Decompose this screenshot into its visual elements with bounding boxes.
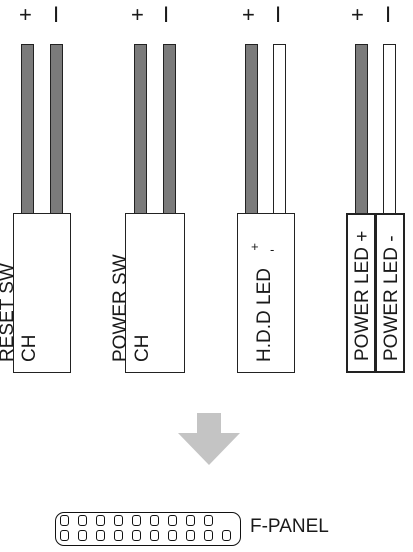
wire-positive (134, 44, 147, 214)
connector-housing: POWER SW CH (110, 213, 185, 373)
wire-negative (163, 44, 176, 214)
wire-positive (21, 44, 34, 214)
minus-sign: I (275, 2, 282, 27)
minus-sign: I (163, 2, 170, 27)
wire-positive (245, 44, 258, 214)
plus-mark: + (251, 239, 259, 254)
connector-housing-positive: POWER LED + (346, 213, 376, 373)
connector-label: POWER SW CH (110, 254, 153, 362)
header-pin (96, 515, 105, 526)
down-arrow-icon (178, 413, 240, 465)
header-pin (60, 515, 69, 526)
plus-sign: + (19, 2, 32, 27)
wire-negative (383, 44, 396, 214)
header-pin (78, 530, 87, 541)
header-pin (186, 515, 195, 526)
header-pin (78, 515, 87, 526)
fpanel-label: F-PANEL (250, 516, 329, 537)
header-pin (96, 530, 105, 541)
connector-label-positive: POWER LED + (352, 230, 373, 361)
header-pin (60, 530, 69, 541)
header-pin (150, 515, 159, 526)
header-pin (150, 530, 159, 541)
connector-label-negative: POWER LED - (381, 235, 402, 361)
connector-housing: RESET SW CH (0, 213, 71, 373)
header-pin (132, 515, 141, 526)
connector-housing: H.D.D LED + - (237, 213, 295, 373)
wire-positive (355, 44, 368, 214)
header-pin (204, 515, 213, 526)
header-pin (114, 515, 123, 526)
connector-label: H.D.D LED (254, 268, 275, 362)
connector-label: RESET SW CH (0, 263, 40, 362)
header-pin (114, 530, 123, 541)
header-pin (204, 530, 213, 541)
minus-mark: - (270, 242, 275, 257)
wire-negative (50, 44, 63, 214)
header-pin (222, 530, 231, 541)
front-panel-header (55, 512, 241, 546)
connector-housing-negative: POWER LED - (375, 213, 405, 373)
plus-sign: + (351, 2, 364, 27)
plus-sign: + (242, 2, 255, 27)
header-pin (168, 530, 177, 541)
header-pin (186, 530, 195, 541)
header-pin (168, 515, 177, 526)
minus-sign: I (385, 2, 392, 27)
plus-sign: + (131, 2, 144, 27)
minus-sign: I (53, 2, 60, 27)
header-pin (132, 530, 141, 541)
wire-negative (273, 44, 286, 214)
